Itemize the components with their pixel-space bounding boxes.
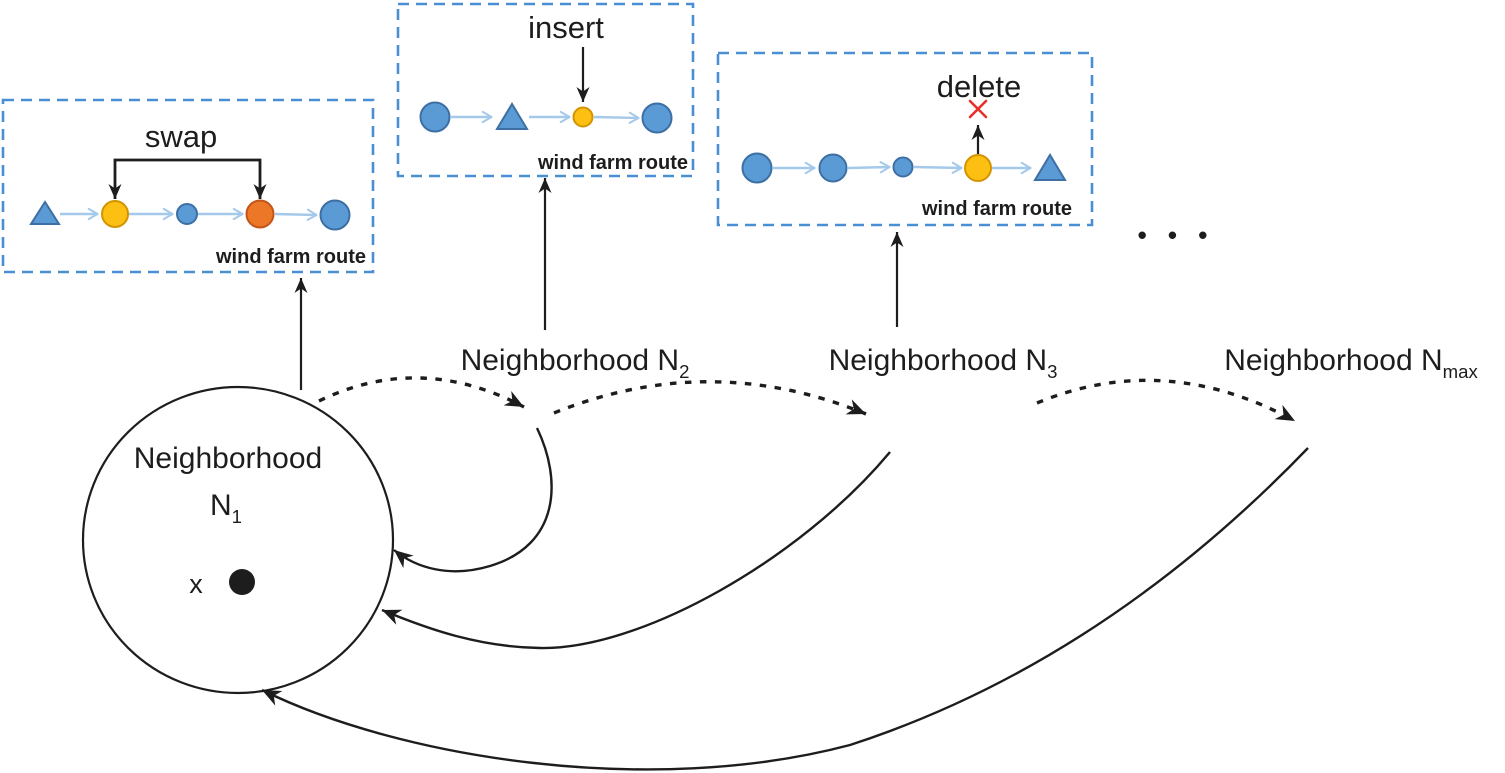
delete-title: delete (937, 69, 1021, 104)
route-node (176, 203, 198, 225)
dashed-arc-n1-to-n2 (318, 376, 525, 409)
insert-neighborhood-box: insert wind farm route (396, 2, 695, 178)
deleted-node (964, 154, 992, 182)
route-node (419, 101, 451, 133)
dashed-arc-n3-to-nmax (1036, 378, 1296, 423)
current-solution-dot (229, 569, 255, 595)
route-arrow (593, 111, 640, 124)
route-node (641, 102, 673, 134)
swap-node-a (101, 200, 129, 228)
route-node (741, 152, 773, 184)
n1-label-line1: Neighborhood (134, 442, 322, 475)
return-arc-nmax-to-n1 (261, 447, 1309, 771)
route-arrow (913, 161, 963, 174)
insert-box-border (396, 2, 695, 178)
neighborhood-n2-label: Neighborhood N2 (461, 344, 690, 382)
swap-bracket-arrows (108, 158, 267, 199)
turbine-triangle-icon (495, 102, 529, 130)
insert-route-caption: wind farm route (537, 152, 688, 174)
swap-node-b (245, 199, 275, 229)
neighborhood-n1-circle-group: Neighborhood N1 x (81, 385, 395, 695)
return-arc-n3-to-n1 (381, 451, 891, 650)
n1-letter: N (210, 489, 232, 522)
n1-subscript: 1 (232, 506, 242, 527)
n1-circle (81, 385, 395, 695)
delete-route-caption: wind farm route (921, 198, 1072, 220)
route-arrow (847, 161, 891, 174)
neighborhood-nmax-text: Neighborhood N (1224, 344, 1442, 377)
dashed-arc-n2-to-n3 (553, 380, 867, 416)
route-node (892, 156, 914, 178)
delete-neighborhood-box: delete wind farm route (716, 51, 1094, 227)
neighborhood-n3-subscript: 3 (1047, 361, 1057, 382)
n1-label-line2: N1 (210, 489, 242, 527)
neighborhood-nmax-label: Neighborhood Nmax (1224, 344, 1478, 382)
inserted-node (572, 106, 594, 128)
turbine-triangle-icon (29, 200, 61, 225)
neighborhood-n2-text: Neighborhood N (461, 344, 679, 377)
turbine-triangle-icon (1033, 153, 1067, 181)
delete-x-icon (968, 99, 988, 119)
insert-title: insert (528, 10, 604, 45)
route-arrow (274, 208, 318, 221)
neighborhood-n3-text: Neighborhood N (829, 344, 1047, 377)
neighborhood-n2-subscript: 2 (679, 361, 689, 382)
route-node (818, 153, 848, 183)
route-node (319, 199, 351, 231)
return-arc-n2-to-n1 (393, 427, 553, 573)
swap-title: swap (145, 119, 217, 154)
current-solution-x-label: x (189, 569, 203, 599)
swap-route-caption: wind farm route (215, 246, 366, 268)
more-neighborhoods-ellipsis: • • • (1138, 220, 1215, 250)
neighborhood-n3-label: Neighborhood N3 (829, 344, 1058, 382)
neighborhood-nmax-subscript: max (1443, 361, 1479, 382)
swap-box-border (1, 98, 375, 274)
swap-neighborhood-box: swap wind farm route (1, 98, 375, 274)
delete-box-border (716, 51, 1094, 227)
